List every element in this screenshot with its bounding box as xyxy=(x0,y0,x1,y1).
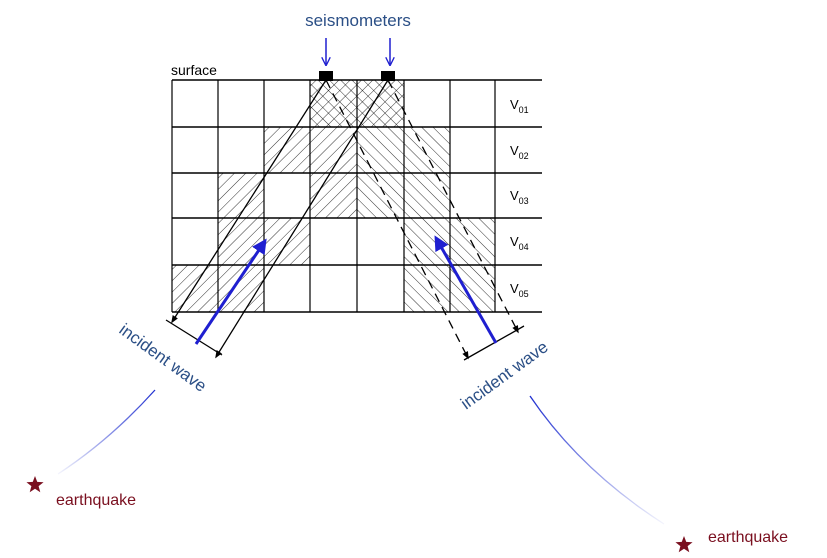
seismometers xyxy=(319,38,395,81)
earthquake-right-label: earthquake xyxy=(708,529,788,546)
surface-label: surface xyxy=(171,62,217,78)
seismometer-left-square-icon xyxy=(319,71,333,81)
incident-wave-arrows xyxy=(194,235,498,345)
layer-label: V05 xyxy=(510,281,529,299)
incident-wave-right-label: incident wave xyxy=(457,337,552,413)
wave-path-right xyxy=(529,395,665,525)
ray-left-2 xyxy=(215,79,389,359)
layer-velocity-labels: V01 V02 V03 V04 V05 xyxy=(510,97,529,299)
ray-paths xyxy=(165,79,525,361)
incident-arrow-left xyxy=(194,238,267,345)
seismometers-label: seismometers xyxy=(305,11,411,30)
ray-left-1 xyxy=(171,79,327,324)
wavefront-right xyxy=(463,325,525,361)
incident-wave-left-label: incident wave xyxy=(116,320,211,396)
layer-label: V01 xyxy=(510,97,529,115)
earthquake-left-star-icon xyxy=(26,476,44,493)
hatched-cells xyxy=(172,80,495,312)
velocity-grid xyxy=(171,79,542,313)
wave-path-left xyxy=(57,389,156,475)
earthquake-left-label: earthquake xyxy=(56,492,136,509)
wavefront-left xyxy=(165,319,223,356)
layer-label: V02 xyxy=(510,143,529,161)
seismometer-right-square-icon xyxy=(381,71,395,81)
incident-arrow-right xyxy=(434,235,498,344)
layer-label: V04 xyxy=(510,234,529,252)
ray-right-1 xyxy=(325,79,469,360)
ray-right-2 xyxy=(387,79,519,334)
layer-label: V03 xyxy=(510,188,529,206)
earthquake-right-star-icon xyxy=(675,536,693,553)
